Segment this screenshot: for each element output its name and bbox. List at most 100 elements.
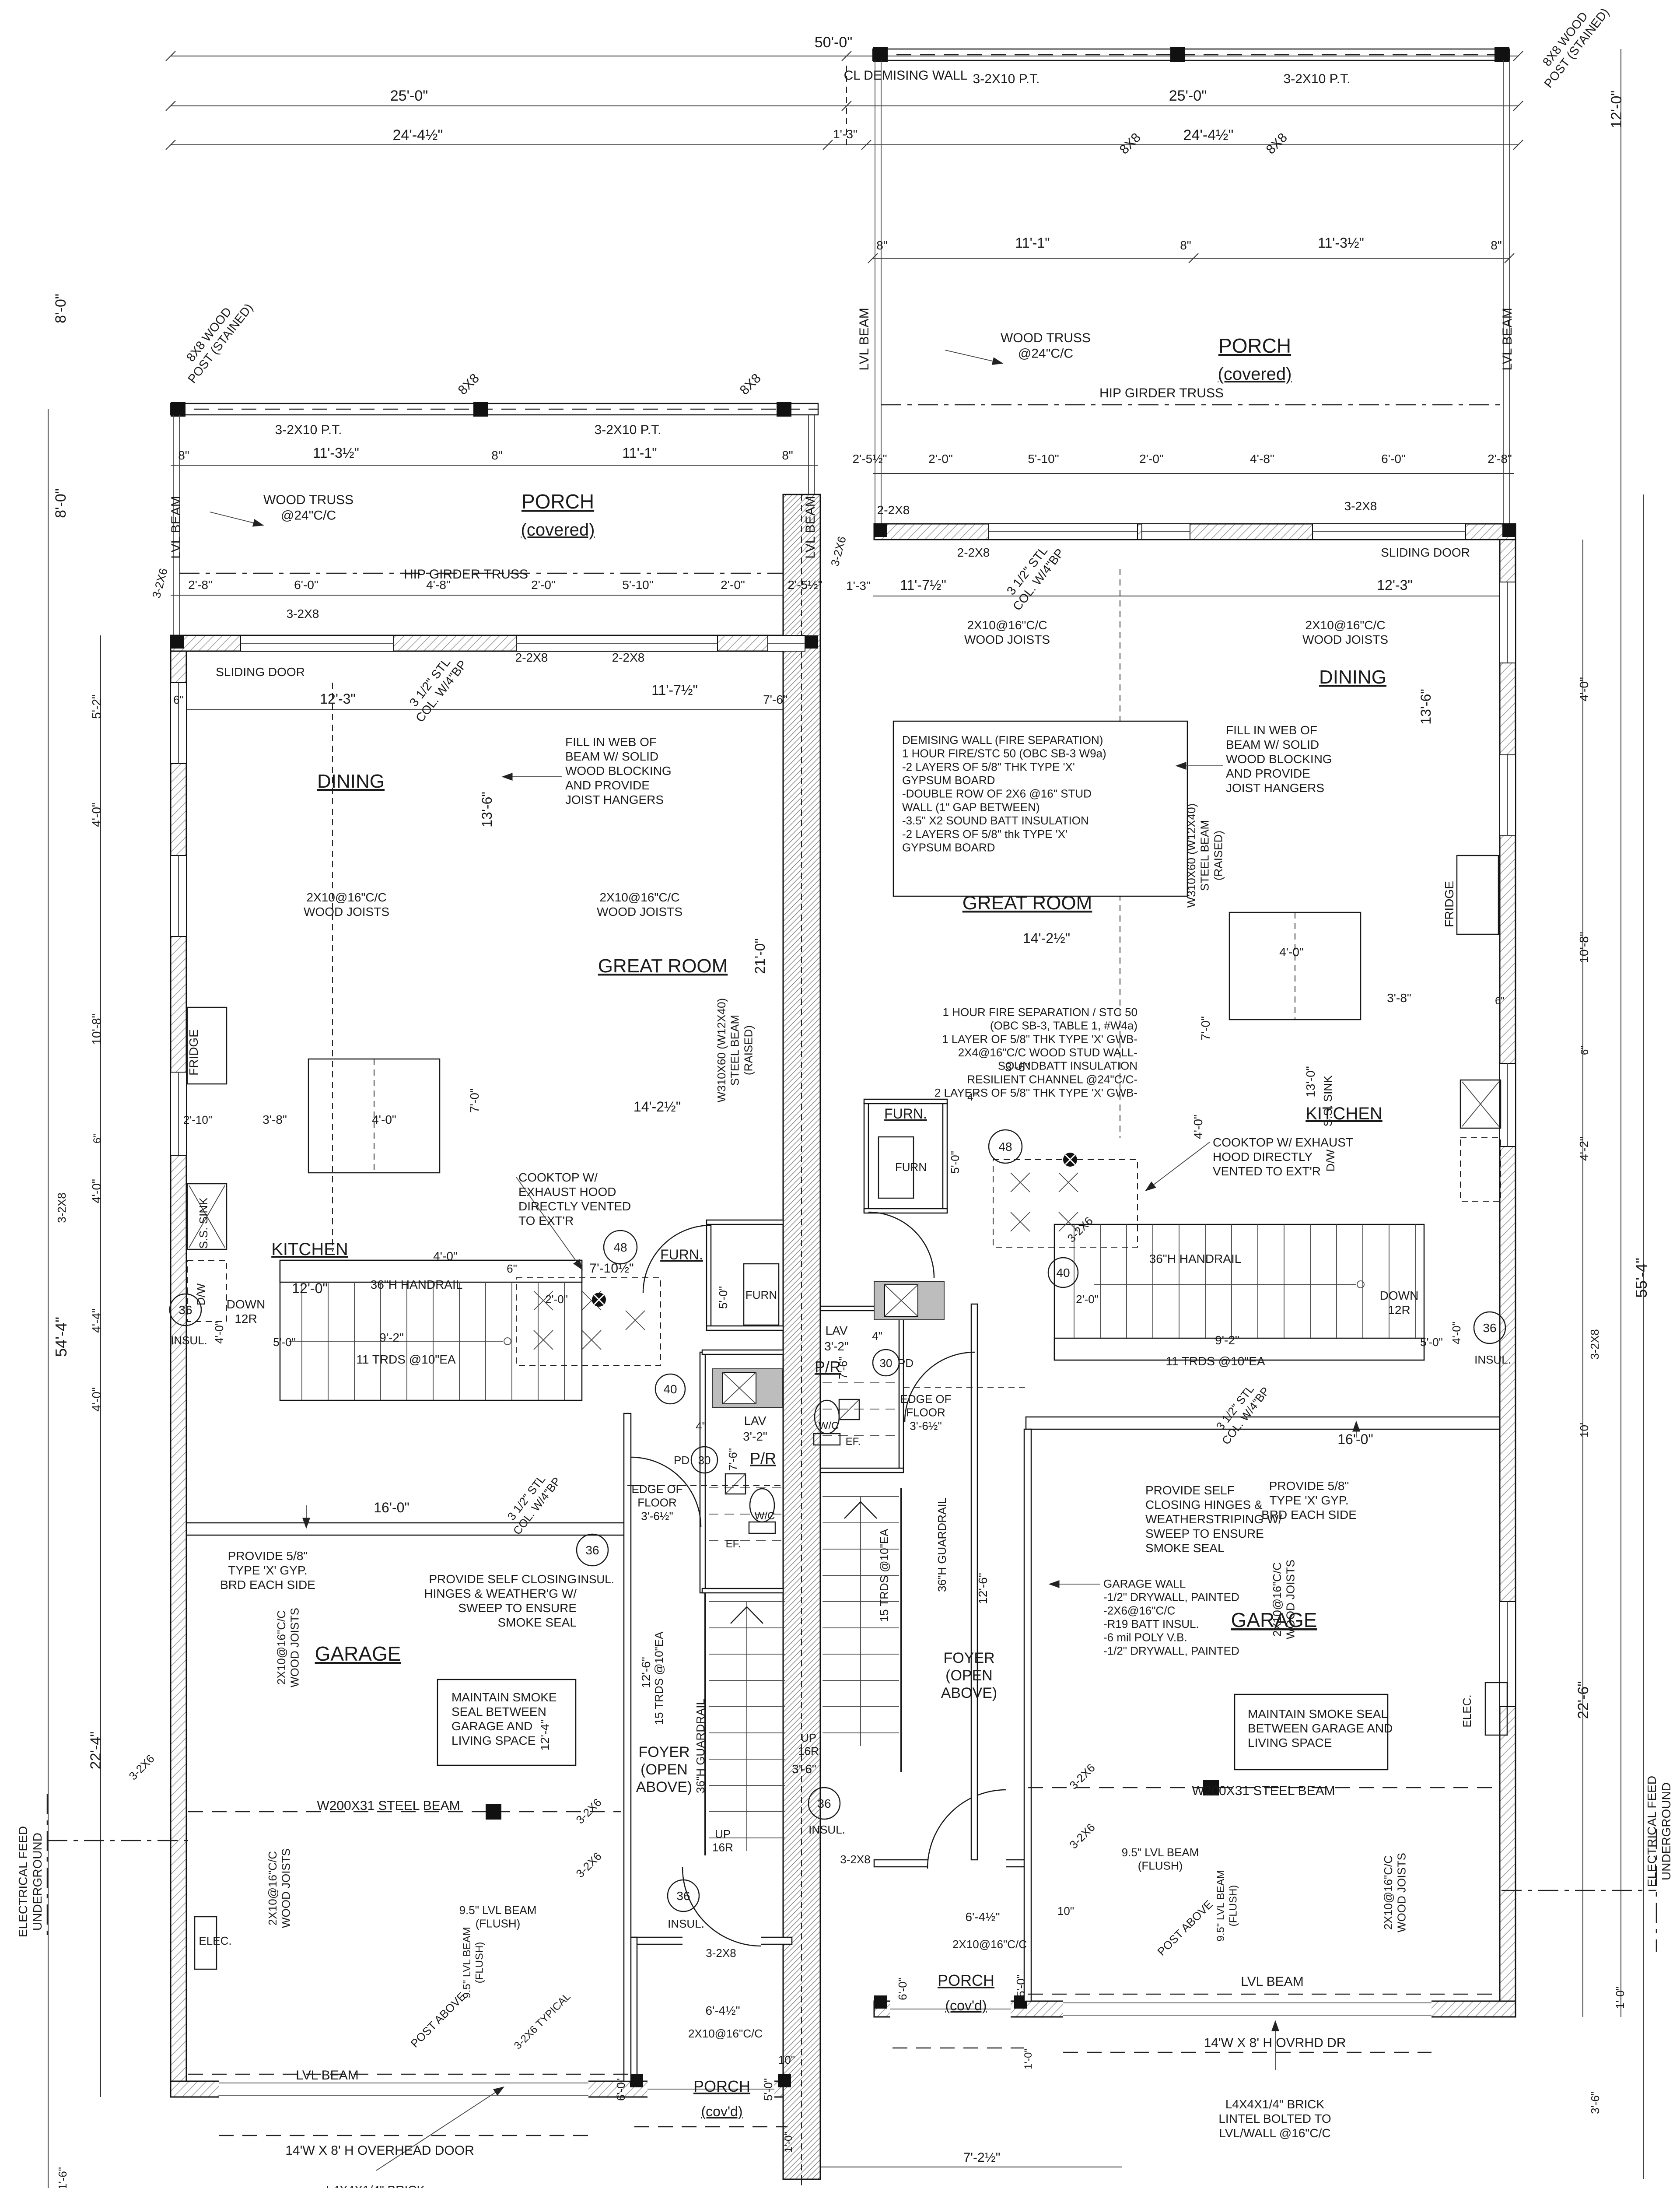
dim-left-4-4: 4'-4" [90, 1308, 103, 1333]
right-garage-wall-note: GARAGE WALL-1/2" DRYWALL, PAINTED-2X6@16… [1103, 1577, 1239, 1657]
right-dim-4in: 4" [872, 1329, 882, 1343]
left-dim-16-0: 16'-0" [374, 1500, 410, 1515]
left-furn: FURN. [660, 1247, 703, 1262]
left-powder-room: P/R [750, 1449, 776, 1467]
dim-right-10-8: 10'-8" [1577, 932, 1591, 963]
right-furn-unit: FURN [895, 1161, 927, 1174]
left-furnace [743, 1263, 780, 1326]
left-treads: 11 TRDS @10"EA [356, 1353, 456, 1366]
left-ef: EF. [726, 1538, 741, 1550]
right-dim-3-6-furn: 3'-6" [1005, 1060, 1029, 1074]
lp-beam-label-1: 3-2X10 P.T. [275, 423, 342, 437]
tag-48-left: 48 [613, 1241, 627, 1254]
left-fridge: FRIDGE [187, 1029, 200, 1076]
rp-wood-truss-note: WOOD TRUSS@24"C/C [1001, 331, 1091, 361]
dim-left-10-8: 10'-8" [90, 1013, 103, 1045]
right-dim-13-0: 13'-0" [1304, 1066, 1317, 1097]
right-15-treads: 15 TRDS @10"EA [878, 1529, 891, 1622]
right-dim-6-0-porch: 6'-0" [896, 1978, 909, 2000]
left-elec-box [194, 1916, 217, 1970]
left-lvl-flush-v: 9.5" LVL BEAM(FLUSH) [461, 1927, 485, 1998]
demising-note-box [892, 720, 1188, 897]
dim-overall-width: 50'-0" [815, 34, 853, 51]
right-dim-4-0-island: 4'-0" [1279, 945, 1304, 959]
right-lvl-flush-v: 9.5" LVL BEAM(FLUSH) [1215, 1870, 1239, 1941]
dim-right-22-6: 22'-6" [1575, 1681, 1592, 1719]
left-dining: DINING [317, 771, 385, 792]
rp-lvl-beam-right: LVL BEAM [1500, 308, 1515, 370]
right-lav-dim: 3'-2" [824, 1339, 849, 1353]
dim-left-3-2x8: 3-2X8 [55, 1192, 68, 1223]
rp-hip-girder: HIP GIRDER TRUSS [1099, 386, 1224, 400]
right-ss-sink: S.S. SINK [1321, 1075, 1334, 1127]
right-exhaust-fan [838, 1399, 860, 1420]
right-dim-5-0-porch: 5'-0" [1014, 1974, 1027, 1997]
left-dim-6-4-porch: 6'-4½" [705, 2004, 740, 2017]
left-steel-beam-note: W310X60 (W12X40)STEEL BEAM(RAISED) [715, 998, 755, 1102]
lw-dim-11-7: 11'-7½" [651, 682, 698, 698]
lw-lintel-2-2x8-a: 2-2X8 [515, 651, 548, 664]
left-dim-5-0-furn: 5'-0" [717, 1286, 730, 1309]
left-joists-vert-1: 2X10@16"C/CWOOD JOISTS [275, 1608, 301, 1687]
right-porch-structure [872, 47, 1510, 540]
dim-left-8-0-b: 8'-0" [52, 488, 69, 518]
left-great-room: GREAT ROOM [598, 955, 728, 977]
right-great-room: GREAT ROOM [962, 892, 1092, 914]
note-boxes [302, 720, 1389, 2171]
right-overhead-door-opening [1063, 1999, 1432, 2019]
left-dim-9-2: 9'-2" [379, 1331, 404, 1344]
dim-right-4-2: 4'-2" [1577, 1136, 1591, 1161]
right-guardrail: 36"H GUARDRAIL [935, 1497, 948, 1592]
left-wc: W/C [755, 1510, 775, 1522]
left-ss-sink: S.S. SINK [197, 1197, 210, 1249]
right-treads: 11 TRDS @10"EA [1166, 1354, 1265, 1368]
left-lvl-flush: 9.5" LVL BEAM(FLUSH) [459, 1904, 537, 1930]
lw-dim-2-8: 2'-8" [188, 578, 213, 592]
left-dim-2-10: 2'-10" [183, 1113, 212, 1126]
lp-hip-girder: HIP GIRDER TRUSS [404, 567, 528, 582]
rw-dim-2-0-a: 2'-0" [928, 452, 953, 466]
right-dim-9-2: 9'-2" [1215, 1333, 1239, 1347]
left-dim-5-0-porch: 5'-0" [762, 2078, 775, 2101]
right-dim-6in: 6" [1495, 995, 1505, 1007]
right-fridge-box [1456, 855, 1499, 935]
right-furn: FURN. [884, 1106, 927, 1122]
windows [170, 523, 1516, 2136]
right-cooktop-island [993, 1159, 1138, 1248]
right-garage: GARAGE [1231, 1609, 1317, 1631]
dim-left-54-4: 54'-4" [52, 1317, 70, 1357]
rp-beam-label-1: 3-2X10 P.T. [973, 72, 1040, 86]
left-dim-4-0-kitchen: 4'-0" [433, 1249, 458, 1263]
left-garage: GARAGE [315, 1642, 401, 1665]
left-dishwasher-box [187, 1260, 227, 1322]
rw-dim-1-3: 1'-3" [846, 579, 871, 593]
dim-24-4-left: 24'-4½" [393, 127, 443, 144]
dim-left-4-0-a: 4'-0" [90, 803, 103, 827]
lp-room-porch: PORCH [522, 490, 594, 513]
right-dim-12-6: 12'-6" [976, 1573, 990, 1604]
dim-right-10: 10' [1578, 1423, 1591, 1438]
left-porch-covd-1: PORCH [693, 2077, 750, 2095]
dim-right-6: 6" [1579, 1045, 1591, 1055]
dim-24-4-right: 24'-4½" [1183, 127, 1234, 144]
left-overhead-door: 14'W X 8' H OVERHEAD DOOR [285, 2143, 474, 2158]
rp-room-porch: PORCH [1218, 334, 1291, 357]
rw-lintel-2-2x8-b: 2-2X8 [957, 546, 990, 559]
left-lav-dim: 3'-2" [743, 1430, 767, 1443]
right-pd: PD [898, 1357, 914, 1370]
